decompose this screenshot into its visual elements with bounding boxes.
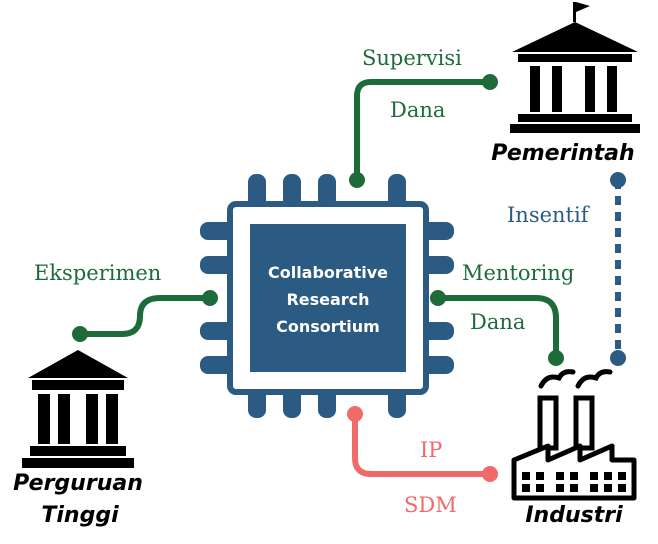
university-label-line2: Tinggi: [41, 503, 119, 528]
connector-dot: [347, 406, 363, 422]
connector-chip-university: [80, 295, 210, 337]
label-dana-top: Dana: [390, 98, 445, 122]
university-building-icon: [22, 350, 134, 468]
label-ip: IP: [420, 438, 442, 462]
connector-chip-government: [354, 79, 490, 180]
connector-chip-industry: [438, 295, 559, 358]
label-supervisi: Supervisi: [362, 46, 462, 70]
label-eksperimen: Eksperimen: [34, 261, 161, 285]
connector-dot: [202, 290, 218, 306]
chip-label-line1: Collaborative: [268, 263, 388, 282]
chip-label-line3: Consortium: [276, 317, 380, 336]
university-label-line1: Perguruan: [13, 471, 143, 496]
factory-icon: [511, 369, 637, 501]
connector-dot: [610, 172, 626, 188]
connector-dot: [548, 350, 564, 366]
label-dana-right: Dana: [470, 310, 525, 334]
connector-dot: [610, 350, 626, 366]
chip-label-line2: Research: [286, 290, 369, 309]
chip-icon: [200, 174, 454, 418]
industry-label: Industri: [525, 503, 623, 528]
label-mentoring: Mentoring: [462, 261, 574, 285]
government-building-icon: [510, 2, 640, 133]
connector-dot: [430, 290, 446, 306]
connector-dot: [482, 466, 498, 482]
label-sdm: SDM: [404, 493, 457, 517]
connector-dot: [349, 172, 365, 188]
connector-dot: [72, 326, 88, 342]
government-label: Pemerintah: [491, 141, 634, 166]
connector-dot: [482, 74, 498, 90]
connector-chip-industry-red: [352, 414, 490, 477]
label-insentif: Insentif: [507, 203, 591, 227]
